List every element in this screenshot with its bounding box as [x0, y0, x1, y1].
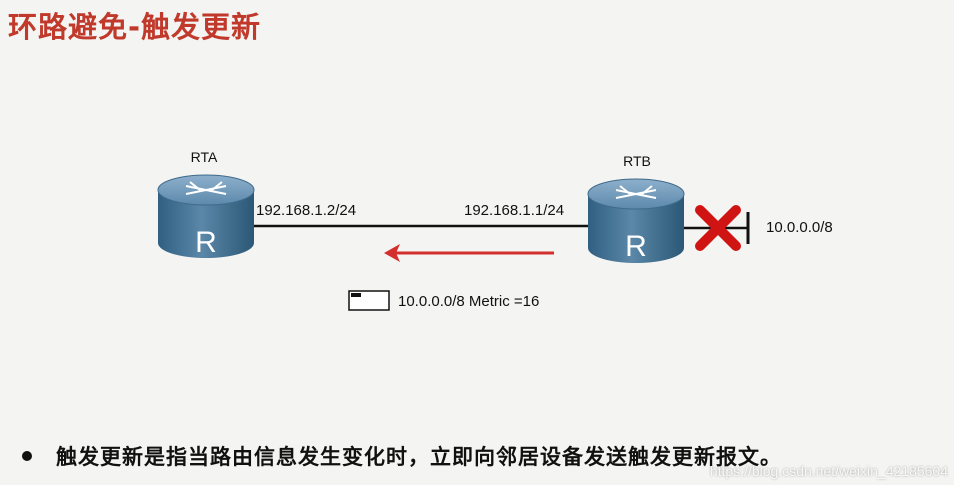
router-arrows-icon [615, 185, 657, 199]
router-arrows-icon [185, 181, 227, 195]
rtb-interface-ip: 192.168.1.1/24 [464, 202, 564, 219]
watermark: https://blog.csdn.net/weixin_42185604 [709, 463, 948, 479]
failure-x-icon [695, 205, 741, 251]
failed-network-label: 10.0.0.0/8 [766, 219, 833, 236]
router-rta[interactable]: R [157, 174, 255, 259]
bullet-point: 触发更新是指当路由信息发生变化时，立即向邻居设备发送触发更新报文。 [22, 441, 782, 471]
bullet-dot [22, 451, 32, 461]
router-rtb[interactable]: R [587, 178, 685, 263]
update-message: 10.0.0.0/8 Metric =16 [398, 293, 539, 310]
page-title: 环路避免-触发更新 [8, 10, 262, 44]
rta-interface-ip: 192.168.1.2/24 [256, 202, 356, 219]
router-rta-label: RTA [191, 149, 218, 165]
update-direction-arrow [384, 244, 554, 262]
bullet-text: 触发更新是指当路由信息发生变化时，立即向邻居设备发送触发更新报文。 [56, 445, 782, 469]
router-rtb-label: RTB [623, 153, 651, 169]
update-packet-icon [348, 290, 390, 311]
router-rta-glyph: R [195, 226, 217, 259]
router-rtb-glyph: R [625, 230, 647, 263]
